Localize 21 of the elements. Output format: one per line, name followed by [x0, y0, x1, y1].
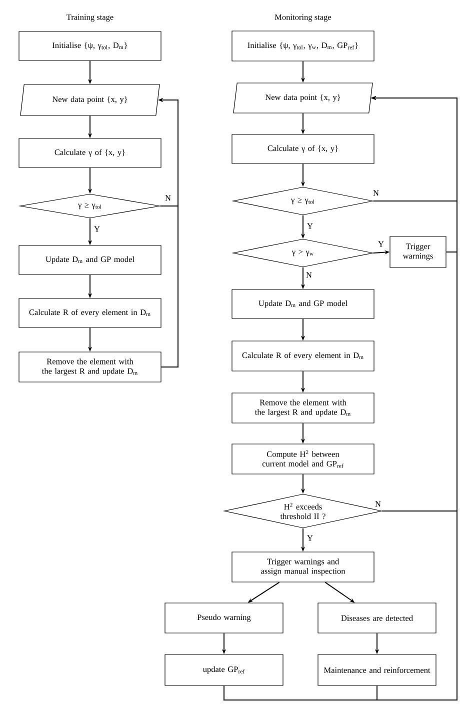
process-box: Remove the element with the largest R and update D$_{m}$: [232, 392, 374, 424]
process-box: update GP$_{ref}$: [164, 654, 284, 686]
process-box: Update D$_{m}$ and GP model: [232, 289, 374, 319]
process-box: Diseases are detected: [318, 602, 436, 634]
process-box: Trigger warnings and assign manual inspection: [232, 552, 374, 582]
input-parallelogram: New data point {x, y}: [20, 84, 160, 116]
process-box: Initialise {ψ, γ$_{tol}$, γ$_{w}$, D$_{m}$, GP$_{ref}$}: [232, 30, 374, 62]
stage-title: Monitoring stage: [274, 14, 332, 22]
input-parallelogram: New data point {x, y}: [233, 82, 373, 114]
process-box: Initialise {ψ, γ$_{tol}$, D$_{m}$}: [18, 31, 162, 61]
process-box: Calculate γ of {x, y}: [18, 138, 162, 168]
stage-title: Training stage: [66, 14, 114, 22]
process-box: Pseudo warning: [164, 602, 284, 634]
process-box: Compute H$^{2}$ between current model and GP$_{ref}$: [232, 444, 374, 474]
process-box: Remove the element with the largest R and update D$_{m}$: [18, 352, 162, 382]
process-box: Maintenance and reinforcement: [318, 654, 436, 686]
process-box: Trigger warnings: [390, 236, 446, 268]
process-box: Update D$_{m}$ and GP model: [18, 245, 162, 275]
process-box: Calculate R of every element in D$_{m}$: [232, 340, 374, 372]
process-box: Calculate γ of {x, y}: [232, 134, 374, 164]
process-box: Calculate R of every element in D$_{m}$: [18, 298, 162, 328]
